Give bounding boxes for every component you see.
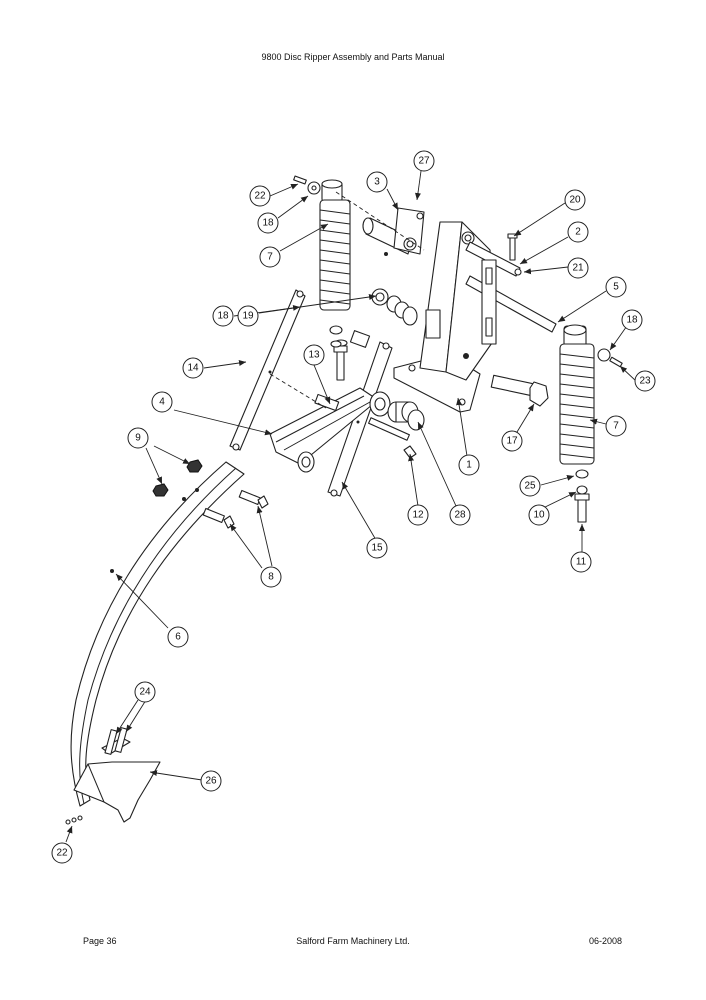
callout: 4 [151, 391, 173, 413]
callout: 17 [501, 430, 523, 452]
svg-text:8: 8 [268, 572, 274, 583]
svg-text:9: 9 [135, 433, 141, 444]
svg-text:21: 21 [572, 263, 584, 274]
callout: 12 [407, 504, 429, 526]
washer-21 [514, 268, 522, 276]
svg-text:4: 4 [159, 397, 165, 408]
callout: 28 [449, 504, 471, 526]
callout: 25 [519, 475, 541, 497]
callout: 18 [621, 309, 643, 331]
svg-text:27: 27 [418, 156, 430, 167]
callout: 19 [237, 305, 259, 327]
page-header-title: 9800 Disc Ripper Assembly and Parts Manu… [261, 52, 445, 62]
svg-text:13: 13 [308, 350, 320, 361]
bolt-17 [490, 374, 549, 407]
callout: 15 [366, 537, 388, 559]
svg-text:26: 26 [205, 776, 217, 787]
svg-text:2: 2 [575, 227, 581, 238]
callout: 20 [564, 189, 586, 211]
callout: 6 [167, 626, 189, 648]
svg-text:14: 14 [187, 363, 199, 374]
svg-text:19: 19 [242, 311, 254, 322]
svg-text:12: 12 [412, 510, 424, 521]
callout-balloons: 22 18 7 3 27 20 2 21 5 18 23 7 25 10 11 … [51, 150, 656, 864]
callout: 23 [634, 370, 656, 392]
svg-text:10: 10 [533, 510, 545, 521]
spring-pack-right [559, 324, 623, 523]
callout: 2 [567, 221, 589, 243]
callout: 5 [605, 276, 627, 298]
washer-stack-19 [371, 288, 418, 326]
pin-3 [362, 207, 425, 256]
top-washer-18 [293, 175, 321, 195]
bushes-28 [387, 401, 425, 431]
svg-text:11: 11 [576, 557, 587, 568]
svg-text:1: 1 [466, 460, 472, 471]
svg-text:7: 7 [613, 421, 619, 432]
front-link-14 [229, 289, 306, 451]
point-and-shins [65, 727, 161, 825]
svg-text:23: 23 [639, 376, 651, 387]
callout: 1 [458, 454, 480, 476]
spacer-plate [481, 259, 497, 345]
svg-text:22: 22 [56, 848, 68, 859]
svg-text:25: 25 [524, 481, 536, 492]
callout: 22 [249, 185, 271, 207]
svg-text:18: 18 [262, 218, 274, 229]
callout: 13 [303, 344, 325, 366]
document-date: 06-2008 [589, 936, 623, 946]
callout: 7 [259, 246, 281, 268]
pin-20 [507, 233, 518, 261]
page-number: Page 36 [83, 936, 117, 946]
svg-text:18: 18 [626, 315, 638, 326]
rear-link-15 [327, 341, 393, 497]
svg-text:28: 28 [454, 510, 466, 521]
callout: 8 [260, 566, 282, 588]
spring-pack-left [319, 179, 351, 348]
callout: 18 [257, 212, 279, 234]
leader-lines [65, 170, 637, 843]
svg-text:3: 3 [374, 177, 380, 188]
svg-text:6: 6 [175, 632, 181, 643]
svg-text:20: 20 [569, 195, 581, 206]
callout: 9 [127, 427, 149, 449]
callout: 26 [200, 770, 222, 792]
svg-text:24: 24 [139, 687, 151, 698]
callout: 24 [134, 681, 156, 703]
callout: 22 [51, 842, 73, 864]
pin-5 [465, 241, 521, 277]
company-name: Salford Farm Machinery Ltd. [296, 936, 410, 946]
callout: 27 [413, 150, 435, 172]
svg-text:15: 15 [371, 543, 383, 554]
callout: 7 [605, 415, 627, 437]
shank-tine [70, 461, 245, 807]
callout: 11 [570, 551, 592, 573]
svg-text:17: 17 [506, 436, 518, 447]
callout: 10 [528, 504, 550, 526]
callout: 18 [212, 305, 234, 327]
svg-text:7: 7 [267, 252, 273, 263]
pivot-block-2 [269, 387, 391, 473]
callout: 3 [366, 171, 388, 193]
svg-text:18: 18 [217, 311, 229, 322]
callout: 14 [182, 357, 204, 379]
svg-text:5: 5 [613, 282, 619, 293]
svg-text:22: 22 [254, 191, 266, 202]
callout: 21 [567, 257, 589, 279]
